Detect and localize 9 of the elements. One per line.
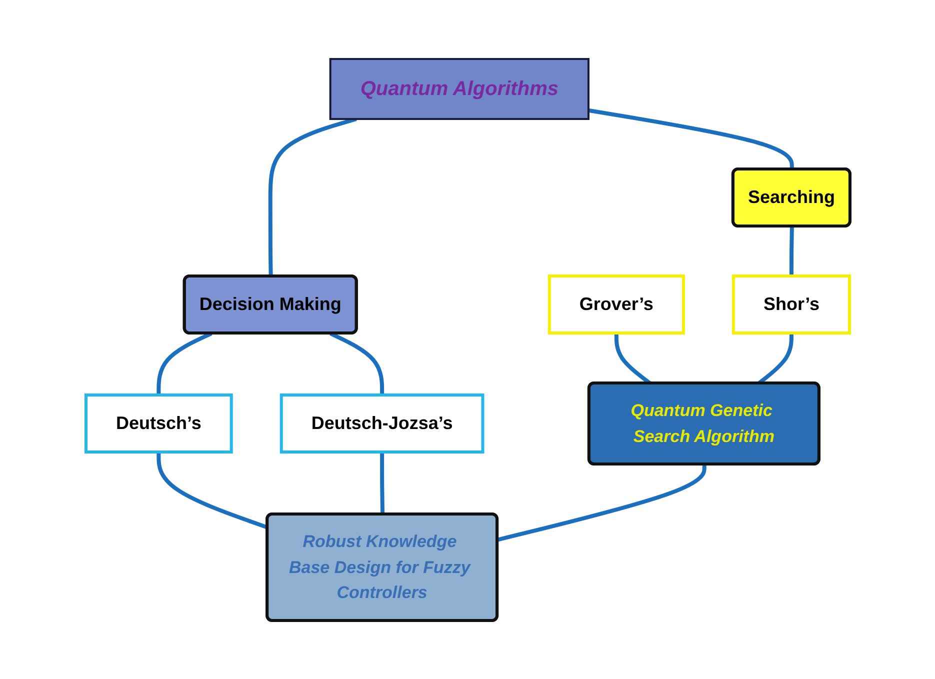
node-box: Quantum Algorithms (328, 58, 589, 120)
node-box: Shor’s (731, 274, 850, 334)
connector (496, 464, 706, 542)
connector (380, 452, 384, 514)
connector (156, 452, 268, 530)
node-box: Deutsch’s (84, 393, 232, 454)
node-box: Grover’s (547, 274, 684, 334)
node-box: Deutsch-Jozsa’s (279, 393, 484, 454)
connector (788, 226, 794, 276)
